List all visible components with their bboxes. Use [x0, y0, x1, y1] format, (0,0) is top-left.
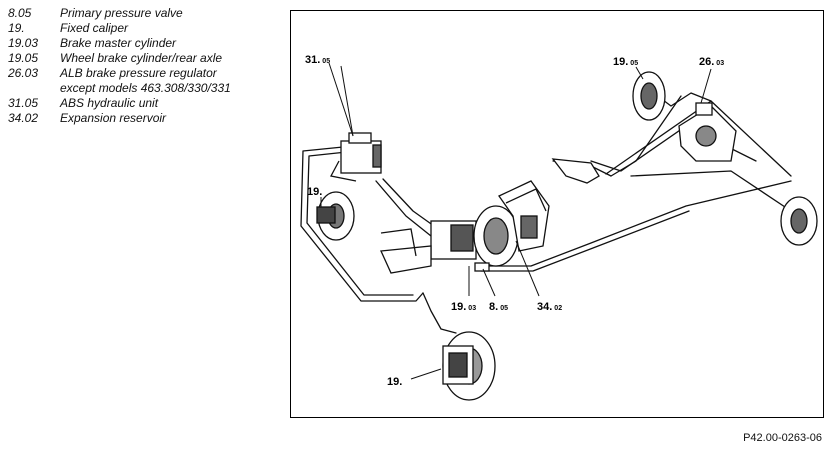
- brake-line-front-right: [422, 292, 457, 334]
- callout-19b: 19.: [387, 376, 402, 388]
- legend-text: ABS hydraulic unit: [60, 96, 159, 110]
- brake-line-rear-long-2: [480, 210, 690, 272]
- legend-code: 26.03: [8, 66, 39, 80]
- rear-axle-line-2: [630, 170, 792, 212]
- figure-reference: P42.00-0263-06: [743, 432, 822, 444]
- legend-item: 26.03 ALB brake pressure regulator except…: [8, 66, 278, 96]
- legend-code: 34.02: [8, 111, 39, 125]
- callout-1903: 19.03: [451, 301, 476, 313]
- legend-text: Primary pressure valve: [60, 6, 183, 20]
- legend-text: Wheel brake cylinder/rear axle: [60, 51, 223, 65]
- callout-19a: 19.: [307, 186, 322, 198]
- legend-code: 19.03: [8, 36, 39, 50]
- primary-pressure-valve: [474, 262, 490, 272]
- legend-text: Brake master cylinder: [60, 36, 177, 50]
- callout-2603: 26.03: [699, 56, 724, 68]
- legend-code: 31.05: [8, 96, 39, 110]
- legend-code: 19.: [8, 21, 25, 35]
- legend-text: Expansion reservoir: [60, 111, 167, 125]
- wheel-brake-cylinder-rear-right: [780, 196, 818, 246]
- leader-805: [482, 268, 496, 297]
- legend-item: 34.02 Expansion reservoir: [8, 111, 278, 126]
- fixed-caliper-front-right: [442, 331, 496, 401]
- brake-line-left-loop: [300, 145, 424, 302]
- expansion-reservoir: [498, 180, 550, 252]
- legend-item: 19.05 Wheel brake cylinder/rear axle: [8, 51, 278, 66]
- callout-1905: 19.05: [613, 56, 638, 68]
- legend-text: Fixed caliper: [60, 21, 129, 35]
- brake-system-diagram: 31.05 19.05 26.03 19. 19.03 8.05 34.02 1…: [300, 54, 818, 401]
- legend-item: 8.05 Primary pressure valve: [8, 6, 278, 21]
- leader-19b: [410, 368, 442, 380]
- callout-3105: 31.05: [305, 54, 330, 66]
- diagram-frame: 31.05 19.05 26.03 19. 19.03 8.05 34.02 1…: [290, 10, 824, 418]
- leader-2603: [700, 68, 712, 104]
- legend-item: 19. Fixed caliper: [8, 21, 278, 36]
- brake-master-cylinder: [380, 205, 519, 274]
- callout-3402: 34.02: [537, 301, 562, 313]
- legend-item: 31.05 ABS hydraulic unit: [8, 96, 278, 111]
- leader-3402: [515, 240, 540, 297]
- alb-brake-pressure-regulator: [678, 102, 737, 162]
- brake-line-rear-long: [480, 180, 792, 267]
- legend-text: ALB brake pressure regulator except mode…: [60, 66, 231, 95]
- legend: 8.05 Primary pressure valve 19. Fixed calip…: [8, 6, 278, 126]
- abs-hydraulic-unit: [330, 132, 382, 182]
- parking-brake-lever: [551, 158, 600, 184]
- legend-item: 19.03 Brake master cylinder: [8, 36, 278, 51]
- leader-1905: [635, 66, 644, 80]
- callout-805: 8.05: [489, 301, 508, 313]
- wheel-brake-cylinder-rear-left: [632, 71, 666, 121]
- brake-line-left-loop-2: [306, 150, 414, 296]
- fixed-caliper-front-left: [316, 191, 355, 241]
- legend-code: 8.05: [8, 6, 32, 20]
- legend-code: 19.05: [8, 51, 39, 65]
